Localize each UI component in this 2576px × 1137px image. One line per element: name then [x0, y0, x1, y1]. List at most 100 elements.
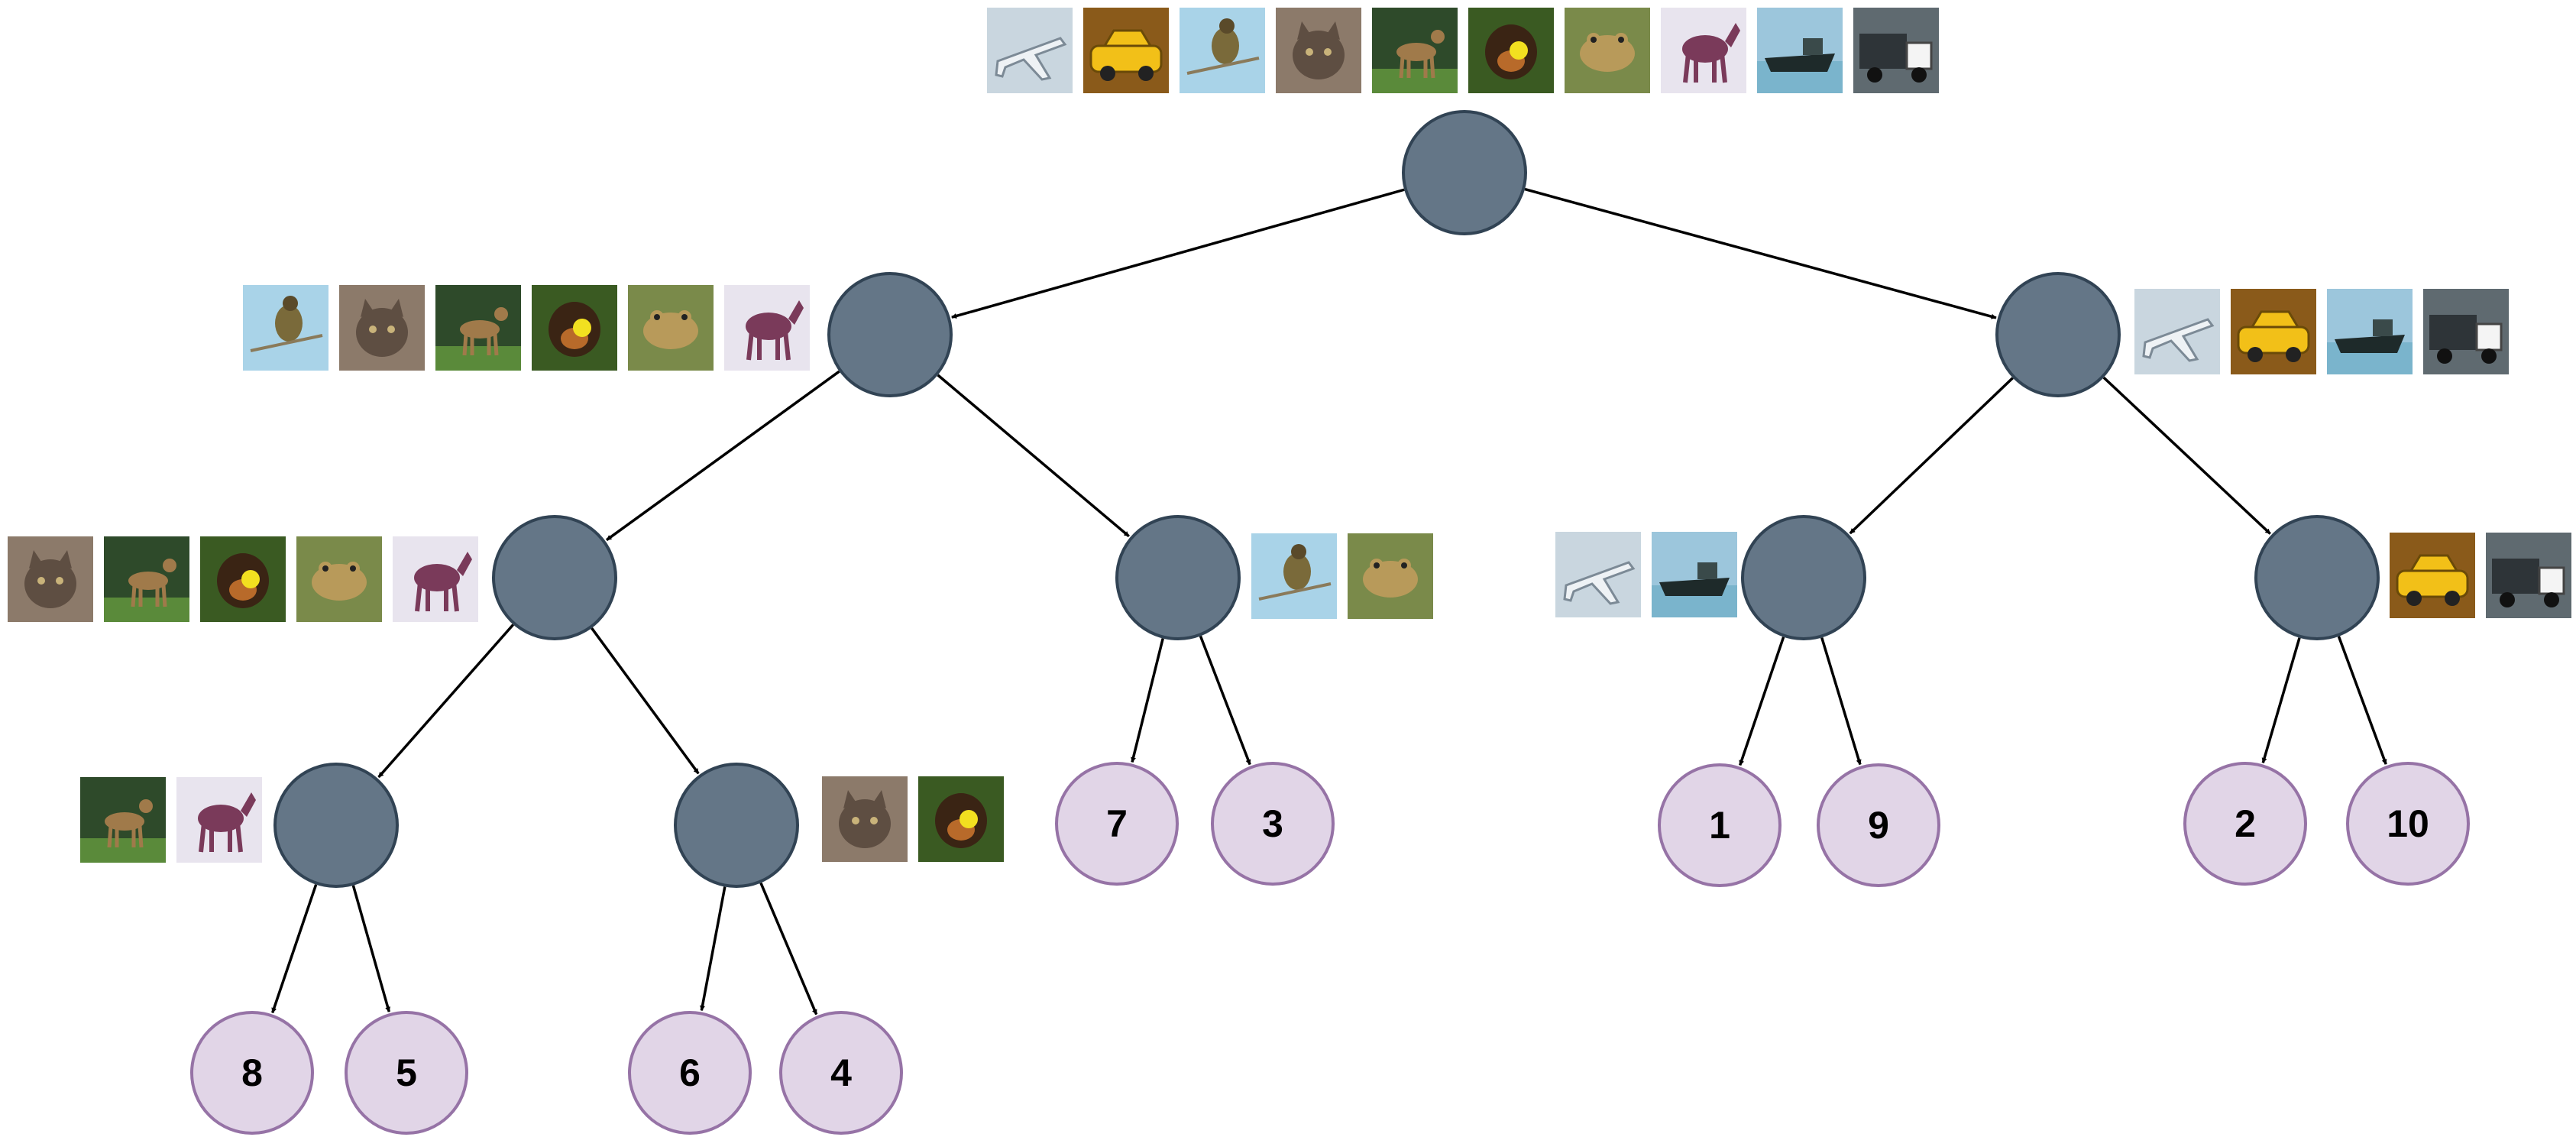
airplane-icon — [1563, 561, 1636, 605]
thumbnail-cat — [1276, 8, 1361, 93]
leaf-label: 5 — [396, 1051, 417, 1094]
frog-icon — [1580, 33, 1635, 72]
root-node — [1402, 110, 1527, 235]
ship-icon — [2327, 319, 2413, 374]
internal-node-ll — [492, 515, 617, 640]
thumbnail-frog — [628, 285, 714, 371]
thumbnail-ship — [1652, 532, 1737, 617]
internal-node-llr — [674, 763, 799, 888]
thumbnail-deer — [80, 777, 166, 863]
thumbnail-cat — [8, 536, 93, 622]
thumbnail-deer — [435, 285, 521, 371]
leaf-label: 6 — [679, 1051, 701, 1094]
thumbnail-horse — [724, 285, 810, 371]
thumbnail-bird — [1251, 533, 1337, 619]
internal-node-lll — [273, 763, 399, 888]
thumbnail-dog — [200, 536, 286, 622]
leaf-label: 9 — [1868, 804, 1889, 847]
airplane-icon — [995, 37, 1067, 81]
dog-icon — [935, 793, 987, 848]
thumbnail-car — [2231, 289, 2316, 374]
leaf-node-9: 9 — [1817, 763, 1940, 887]
edge-lr-to-leaf-7 — [1131, 638, 1164, 763]
edge-ll-to-llr — [591, 627, 700, 775]
thumbnail-frog — [1565, 8, 1650, 93]
cat-icon — [24, 550, 76, 608]
thumbnail-car — [1083, 8, 1169, 93]
frog-icon — [312, 562, 367, 601]
ship-icon — [1757, 38, 1843, 93]
edge-r-to-rl — [1849, 377, 2014, 535]
horse-icon — [414, 552, 472, 612]
horse-icon — [1682, 23, 1740, 83]
edge-ll-to-lll — [377, 624, 515, 779]
leaf-label: 3 — [1262, 802, 1283, 845]
leaf-label: 10 — [2387, 802, 2429, 845]
thumbnail-horse — [176, 777, 262, 863]
leaf-label: 1 — [1709, 804, 1730, 847]
internal-node-rl — [1741, 515, 1866, 640]
edge-rr-to-leaf-10 — [2337, 636, 2387, 765]
leaf-node-10: 10 — [2346, 762, 2470, 886]
bird-icon — [250, 296, 323, 352]
leaf-node-6: 6 — [628, 1011, 752, 1135]
edge-rr-to-leaf-2 — [2261, 637, 2301, 763]
car-icon — [2237, 310, 2310, 362]
leaf-node-1: 1 — [1658, 763, 1782, 887]
thumbnail-airplane — [987, 8, 1073, 93]
deer-icon — [80, 799, 166, 863]
thumbnail-bird — [243, 285, 328, 371]
leaf-label: 8 — [241, 1051, 263, 1094]
leaf-node-8: 8 — [190, 1011, 314, 1135]
dog-icon — [217, 553, 269, 608]
leaf-node-2: 2 — [2183, 762, 2307, 886]
cat-icon — [839, 790, 891, 848]
thumbnail-horse — [1661, 8, 1746, 93]
horse-icon — [746, 300, 804, 361]
thumbnail-deer — [1372, 8, 1458, 93]
thumbnail-truck — [1853, 8, 1939, 93]
thumbnail-ship — [2327, 289, 2413, 374]
leaf-label: 2 — [2235, 802, 2256, 845]
thumbnail-dog — [1468, 8, 1554, 93]
edge-root-to-l — [951, 188, 1405, 319]
airplane-icon — [2142, 318, 2215, 362]
thumbnail-horse — [393, 536, 478, 622]
thumbnail-frog — [1348, 533, 1433, 619]
edge-llr-to-leaf-6 — [700, 886, 727, 1012]
edge-r-to-rr — [2102, 376, 2271, 535]
thumbnail-dog — [918, 776, 1004, 862]
edge-lll-to-leaf-5 — [351, 885, 391, 1012]
car-icon — [1089, 29, 1163, 81]
car-icon — [2396, 554, 2469, 606]
thumbnail-deer — [104, 536, 189, 622]
dog-icon — [549, 302, 600, 357]
leaf-node-5: 5 — [345, 1011, 468, 1135]
edge-lll-to-leaf-8 — [271, 884, 318, 1014]
internal-node-l — [827, 272, 953, 397]
internal-node-r — [1995, 272, 2121, 397]
frog-icon — [1363, 559, 1418, 598]
leaf-label: 7 — [1106, 802, 1128, 845]
deer-icon — [435, 307, 521, 371]
thumbnail-airplane — [1555, 532, 1641, 617]
bird-icon — [1258, 544, 1332, 601]
thumbnail-airplane — [2134, 289, 2220, 374]
cat-icon — [1293, 21, 1345, 79]
deer-icon — [104, 559, 189, 622]
truck-icon — [2429, 315, 2503, 364]
ship-icon — [1652, 562, 1737, 617]
truck-icon — [2492, 559, 2565, 607]
truck-icon — [1859, 34, 1933, 83]
internal-node-lr — [1115, 515, 1241, 640]
edge-l-to-lr — [937, 374, 1130, 538]
dog-icon — [1485, 24, 1537, 79]
leaf-label: 4 — [830, 1051, 852, 1094]
edge-llr-to-leaf-4 — [759, 882, 818, 1016]
edge-rl-to-leaf-9 — [1820, 637, 1862, 766]
frog-icon — [643, 310, 698, 349]
edge-root-to-r — [1524, 187, 1997, 319]
edge-lr-to-leaf-3 — [1199, 635, 1251, 766]
cat-icon — [356, 299, 408, 357]
